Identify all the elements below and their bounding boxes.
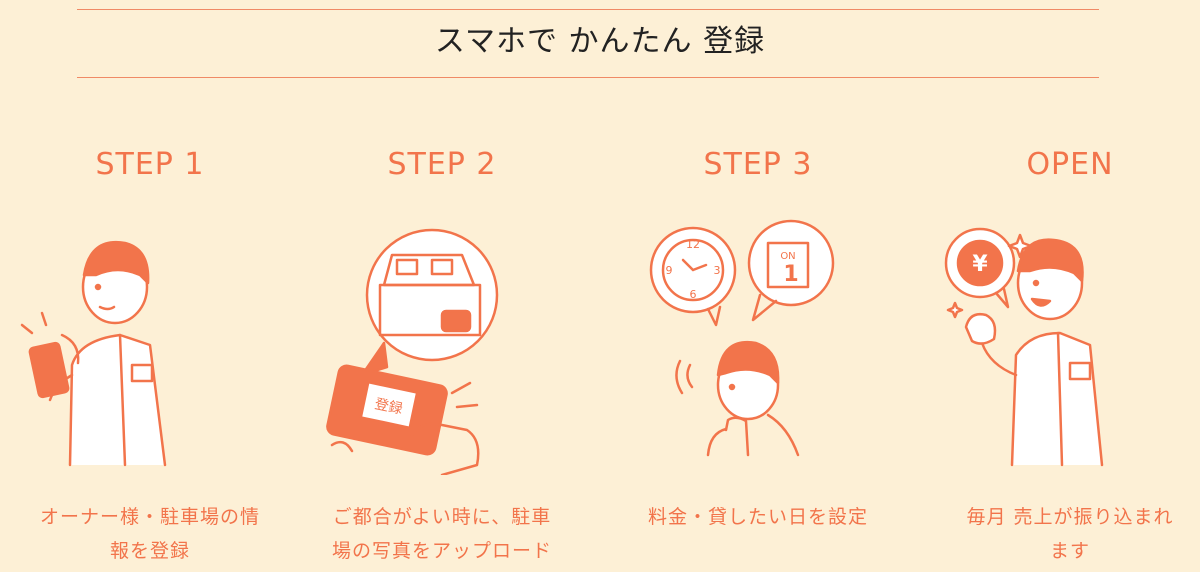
step-open: OPEN	[920, 0, 1200, 572]
calendar-day: 1	[783, 262, 798, 287]
step-2-description: ご都合がよい時に、駐車 場の写真をアップロード	[292, 500, 592, 568]
step-2-desc-line2: 場の写真をアップロード	[331, 540, 552, 562]
step-open-label: OPEN	[1026, 147, 1114, 182]
step-2-label: STEP 2	[387, 147, 497, 182]
step-3-description: 料金・貸したい日を設定	[608, 500, 908, 534]
person-with-phone-icon	[20, 240, 167, 467]
step-1-desc-line1: オーナー様・駐車場の情	[39, 506, 260, 528]
thinking-person-icon: 12 3 6 9 ON 1	[649, 219, 835, 457]
step-1-illustration	[0, 215, 300, 475]
step-3-desc-line1: 料金・貸したい日を設定	[647, 506, 868, 528]
clock-label-3: 3	[714, 264, 721, 277]
step-3-label: STEP 3	[703, 147, 813, 182]
step-1-desc-line2: 報を登録	[109, 540, 190, 562]
top-rule	[77, 9, 1099, 10]
step-open-desc-line2: ます	[1049, 540, 1090, 562]
step-3: STEP 3	[608, 0, 908, 572]
step-2-illustration: 登録	[292, 215, 592, 477]
step-open-desc-line1: 毎月 売上が振り込まれ	[966, 506, 1174, 528]
step-2-phone-badge: 登録	[373, 396, 404, 417]
upload-photo-icon: 登録	[326, 228, 499, 477]
page-title: スマホで かんたん 登録	[434, 24, 766, 59]
step-2-desc-line1: ご都合がよい時に、駐車	[332, 506, 552, 528]
clock-label-6: 6	[690, 288, 697, 301]
step-2: STEP 2	[292, 0, 592, 572]
step-1-description: オーナー様・駐車場の情 報を登録	[0, 500, 300, 568]
calendar-month: ON	[780, 251, 795, 262]
happy-person-icon: ¥	[944, 227, 1104, 467]
step-open-description: 毎月 売上が振り込まれ ます	[920, 500, 1200, 568]
clock-label-12: 12	[686, 238, 700, 251]
step-open-illustration: ¥	[920, 215, 1200, 475]
step-1-label: STEP 1	[95, 147, 205, 182]
bottom-rule	[77, 77, 1099, 78]
clock-label-9: 9	[666, 264, 673, 277]
step-1: STEP 1	[0, 0, 300, 572]
step-3-illustration: 12 3 6 9 ON 1	[608, 215, 908, 475]
yen-coin-icon: ¥	[972, 252, 988, 277]
